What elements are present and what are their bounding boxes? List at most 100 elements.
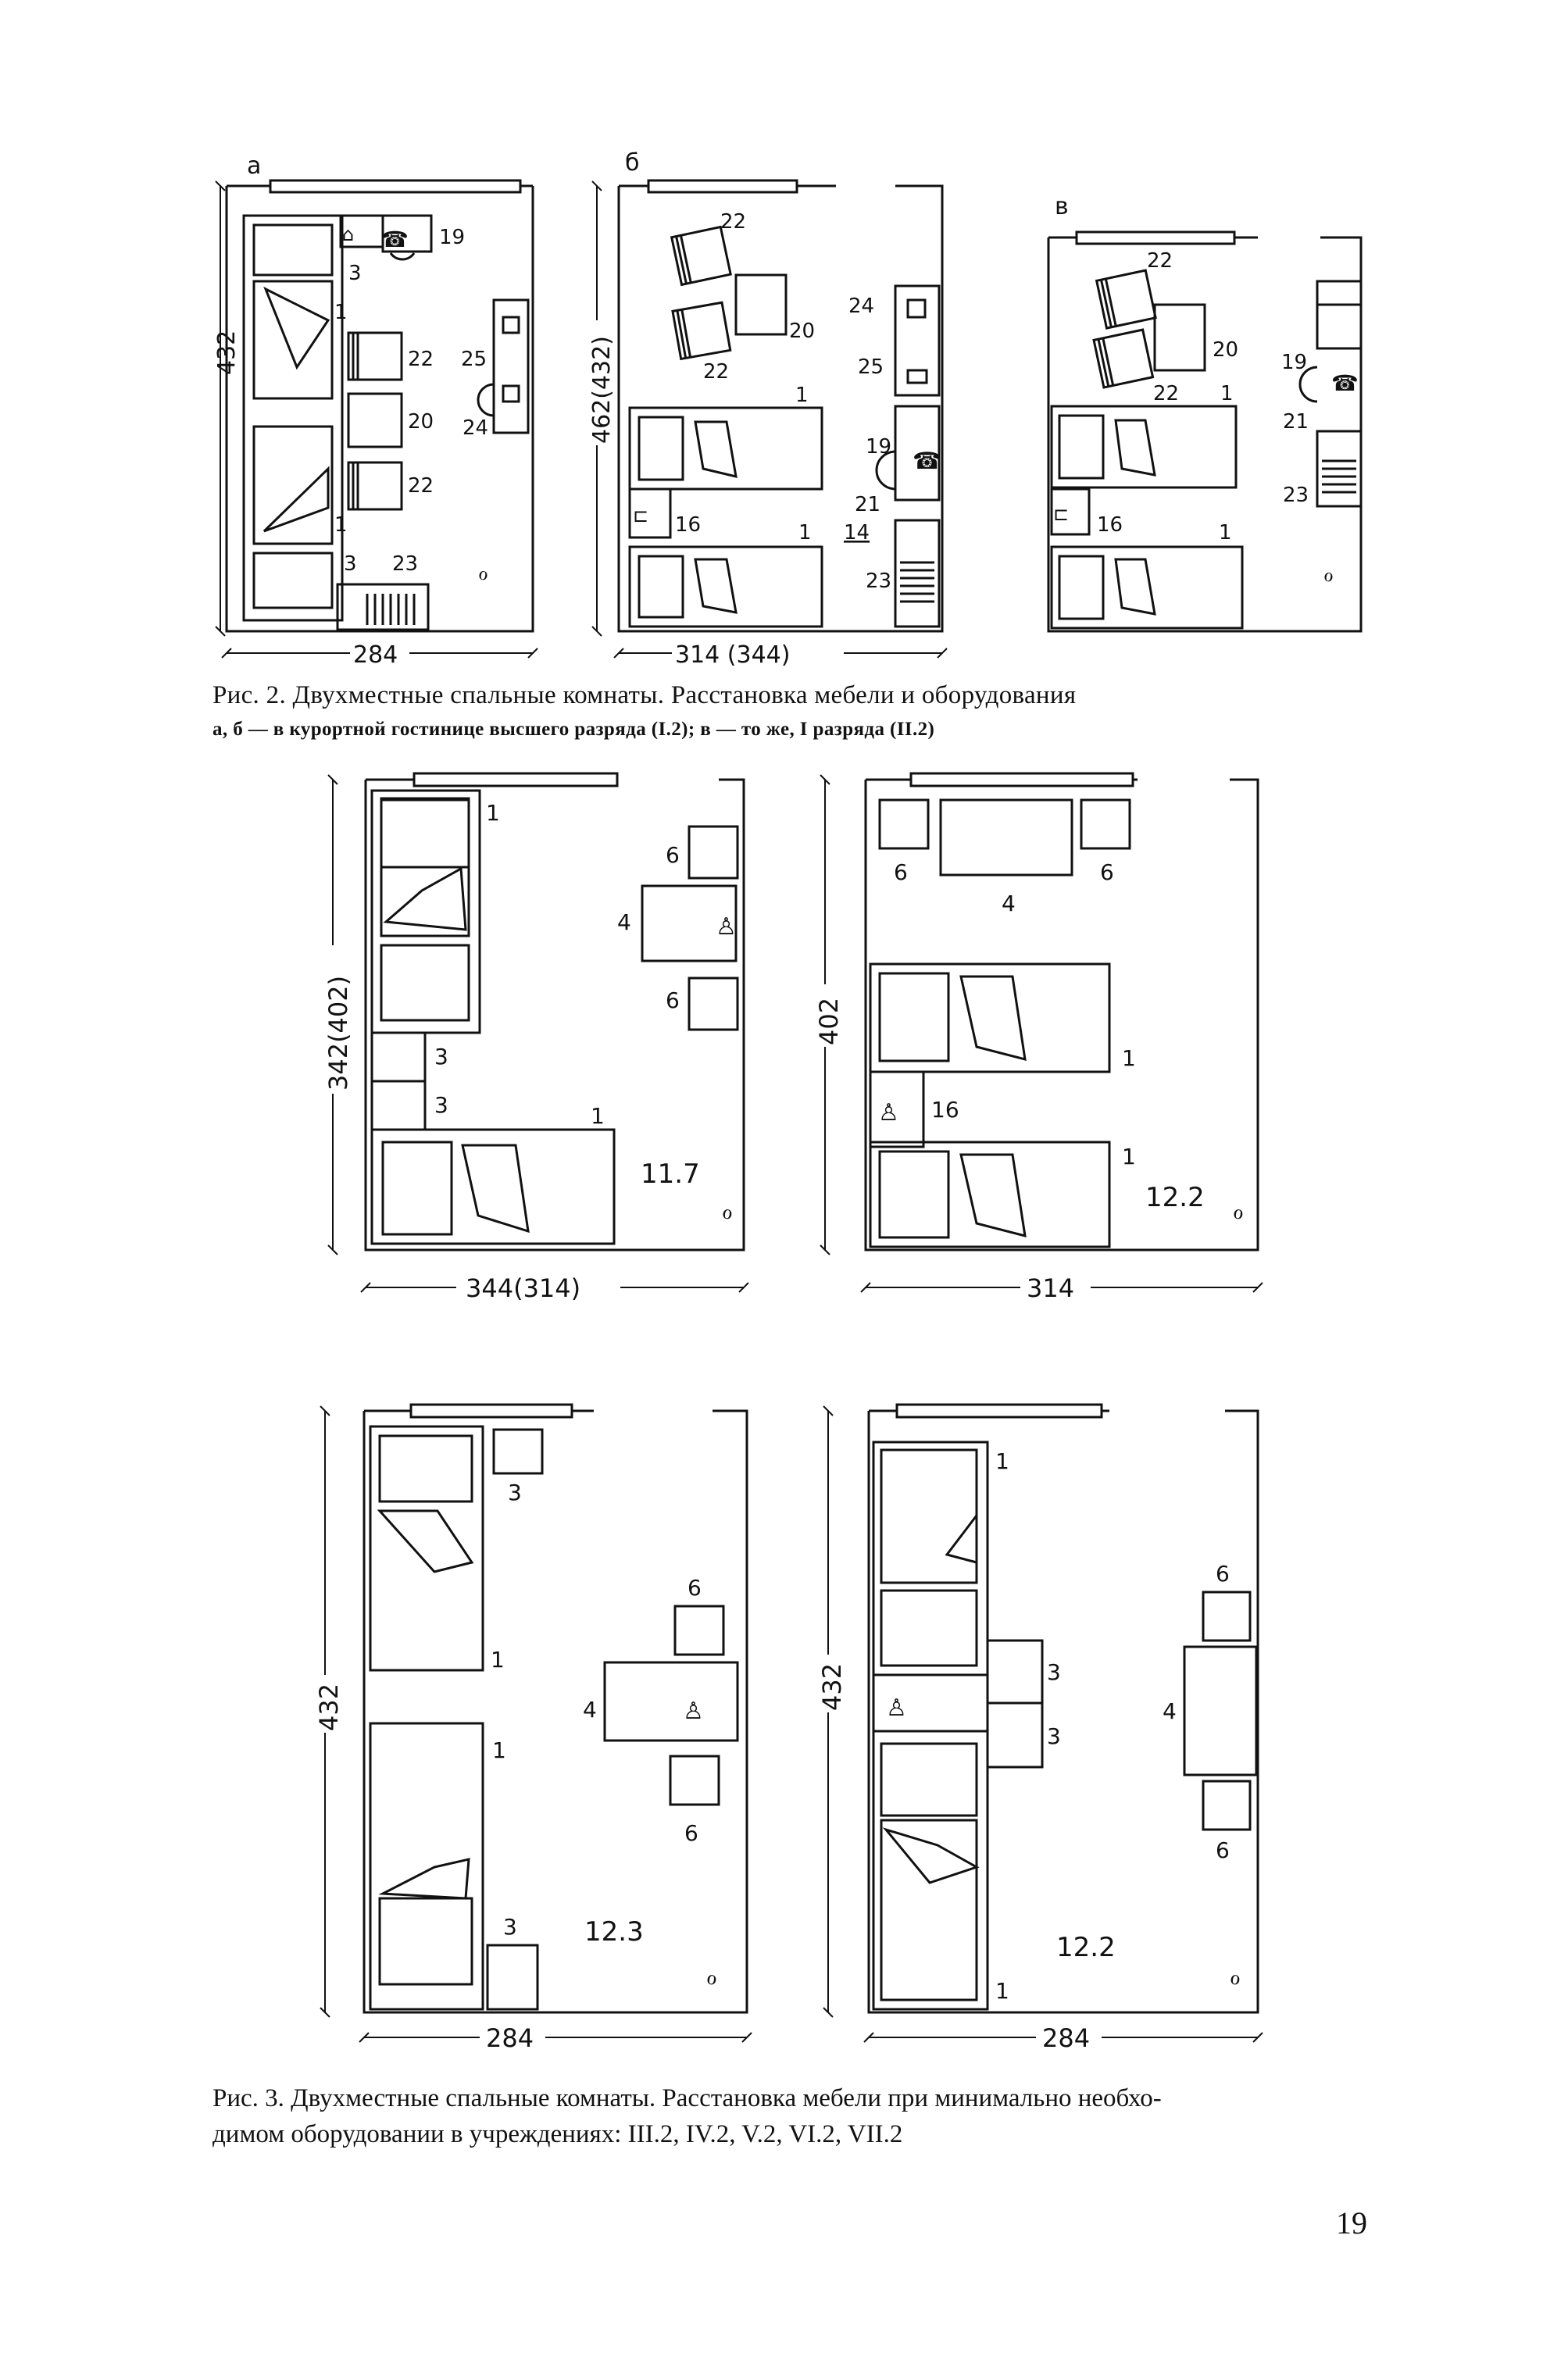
window bbox=[895, 1403, 1103, 1419]
item-label: 25 bbox=[461, 348, 487, 371]
item-label: 16 bbox=[931, 1097, 959, 1123]
plan-letter: в bbox=[1055, 193, 1069, 220]
armchair bbox=[1095, 269, 1157, 330]
pillow bbox=[1058, 414, 1105, 480]
dim-width-label: 284 bbox=[486, 2023, 534, 2053]
chair bbox=[1202, 1591, 1252, 1642]
dim-height-label: 462(432) bbox=[588, 336, 616, 444]
item-label: 3 bbox=[1047, 1723, 1061, 1749]
pillow bbox=[252, 552, 334, 609]
item-label: 1 bbox=[1122, 1144, 1136, 1169]
radiator-fins bbox=[900, 561, 934, 603]
room-walls bbox=[864, 778, 1259, 1251]
nightstand bbox=[986, 1701, 1044, 1769]
item-label: 22 bbox=[1147, 249, 1173, 273]
chair bbox=[688, 977, 739, 1031]
dim-height-label: 432 bbox=[213, 330, 241, 375]
wardrobe bbox=[492, 298, 530, 434]
item-label: 6 bbox=[1100, 859, 1114, 885]
dim-width-label: 284 bbox=[353, 641, 398, 669]
washbasin-icon: ℴ bbox=[706, 1963, 717, 1991]
blanket-fold bbox=[263, 466, 330, 533]
item-label: 6 bbox=[1216, 1837, 1230, 1863]
dim-width-label: 284 bbox=[1042, 2023, 1090, 2053]
pillow bbox=[878, 972, 950, 1062]
item-label: 4 bbox=[617, 909, 631, 935]
plan-2a: а ⌂ ☎ ℴ 432 bbox=[213, 152, 538, 669]
bed bbox=[880, 1448, 978, 1584]
item-label: 21 bbox=[1283, 410, 1309, 434]
item-label: 22 bbox=[408, 474, 434, 498]
pillow bbox=[380, 944, 470, 1022]
room-walls bbox=[363, 1409, 748, 2014]
item-label: 1 bbox=[591, 1103, 605, 1129]
item-label: 4 bbox=[1163, 1698, 1177, 1724]
plan-letter: а bbox=[247, 152, 261, 180]
pillow bbox=[880, 1589, 978, 1667]
dim-height-label: 432 bbox=[314, 1684, 344, 1731]
blanket-fold bbox=[959, 975, 1027, 1062]
chair-arc bbox=[477, 383, 495, 417]
armchair bbox=[347, 461, 403, 511]
plan-letter: б bbox=[625, 149, 640, 177]
phone-icon: ☎ bbox=[913, 448, 941, 475]
nightstand bbox=[628, 487, 672, 539]
lamp-icon: ⊏ bbox=[1053, 503, 1069, 525]
pillow bbox=[381, 1141, 453, 1236]
wardrobe bbox=[894, 284, 941, 397]
desk bbox=[894, 405, 941, 502]
chair bbox=[878, 798, 930, 850]
armchair bbox=[1092, 328, 1155, 389]
item-label: 6 bbox=[666, 987, 680, 1013]
armchair bbox=[347, 331, 403, 381]
plan-3-2: ♙ ℴ 402 314 12.2 6 6 4 1 16 1 bbox=[814, 772, 1263, 1303]
area-label: 11.7 bbox=[641, 1159, 700, 1190]
chair bbox=[669, 1755, 720, 1806]
window bbox=[269, 179, 522, 194]
coffee-table bbox=[1153, 303, 1206, 372]
item-label: 19 bbox=[866, 435, 891, 459]
bed-block bbox=[872, 1441, 989, 2011]
figure-3-caption-line-2: димом оборудовании в учреждениях: III.2,… bbox=[213, 2120, 903, 2148]
plan-3-4: ♙ ℴ 432 284 12.2 1 6 3 3 4 6 1 bbox=[817, 1403, 1263, 2053]
blanket-fold bbox=[882, 1827, 980, 1884]
bed bbox=[369, 1425, 484, 1672]
pillow bbox=[1058, 555, 1105, 620]
tv-icon bbox=[906, 369, 928, 384]
dim-height-label: 342(402) bbox=[323, 976, 353, 1091]
item-label: 23 bbox=[866, 570, 891, 593]
area-label: 12.2 bbox=[1056, 1932, 1116, 1963]
item-label: 1 bbox=[486, 800, 500, 826]
item-label: 23 bbox=[392, 552, 418, 576]
bed bbox=[252, 280, 334, 400]
dim-width-label: 314 bbox=[1027, 1273, 1074, 1303]
window bbox=[1075, 230, 1236, 245]
blanket-fold bbox=[377, 1509, 474, 1573]
radiator-fins bbox=[1322, 459, 1356, 494]
dim-width-label: 314 (344) bbox=[675, 641, 790, 669]
armchair bbox=[671, 301, 732, 361]
pillow bbox=[638, 416, 684, 481]
pillow bbox=[880, 1742, 978, 1817]
lamp-icon: ♙ bbox=[683, 1698, 704, 1725]
item-label: 6 bbox=[684, 1820, 698, 1846]
item-label: 1 bbox=[795, 384, 809, 407]
item-label: 25 bbox=[858, 355, 884, 379]
item-label: 23 bbox=[1283, 484, 1309, 507]
bed bbox=[1050, 545, 1244, 630]
phone-icon: ☎ bbox=[381, 227, 409, 252]
item-label: 6 bbox=[666, 842, 680, 868]
item-label: 1 bbox=[334, 301, 348, 324]
item-label: 20 bbox=[1213, 338, 1238, 362]
lamp-icon: ⊏ bbox=[633, 505, 648, 527]
blanket-fold bbox=[383, 866, 467, 931]
blanket-fold bbox=[263, 286, 330, 370]
area-label: 12.2 bbox=[1145, 1182, 1205, 1213]
radiator bbox=[336, 583, 430, 631]
item-label: 1 bbox=[491, 1647, 505, 1673]
item-label: 1 bbox=[1220, 382, 1234, 405]
plan-2v: в ⊏ ℴ ☎ 22 20 22 1 19 21 23 16 1 bbox=[1047, 193, 1363, 633]
washbasin-icon: ℴ bbox=[1233, 1198, 1244, 1225]
item-label: 3 bbox=[344, 552, 357, 576]
